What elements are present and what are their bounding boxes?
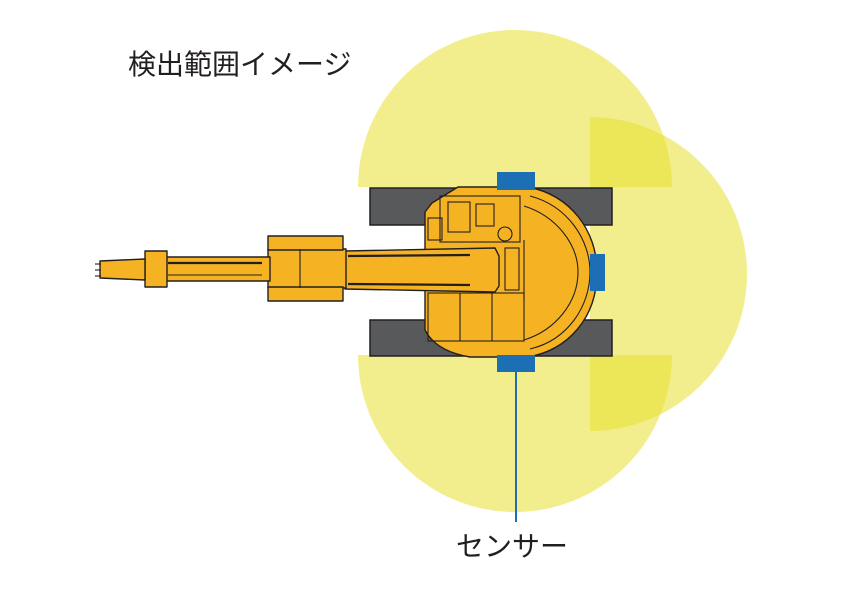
arm-cylinder-upper [267, 235, 344, 251]
sensor-right [590, 254, 605, 291]
sensor-label: センサー [456, 530, 568, 563]
arm-cylinder-lower [267, 286, 344, 302]
arm [159, 256, 271, 282]
bucket [99, 258, 146, 281]
detection-range-right [590, 117, 747, 431]
cab-panel [475, 203, 495, 227]
bucket-linkage [144, 250, 168, 288]
counterweight-inner [523, 205, 579, 341]
front-attachment [95, 235, 500, 302]
cab-frame [439, 195, 521, 243]
sensor-front [497, 172, 535, 190]
cab-window [447, 201, 471, 233]
boom-cylinder-lower [347, 282, 471, 287]
upper-structure [424, 186, 598, 358]
sensors [497, 172, 605, 372]
boom [344, 247, 500, 293]
step-box [427, 217, 443, 241]
engine-hood [427, 292, 525, 342]
swing-motor [497, 226, 513, 242]
boom-foot [267, 248, 347, 289]
excavator-body [424, 186, 598, 358]
diagram-title: 検出範囲イメージ [128, 48, 351, 81]
sensor-rear [497, 355, 535, 372]
hydraulic-tank [504, 247, 520, 291]
boom-cylinder-upper [347, 253, 471, 258]
